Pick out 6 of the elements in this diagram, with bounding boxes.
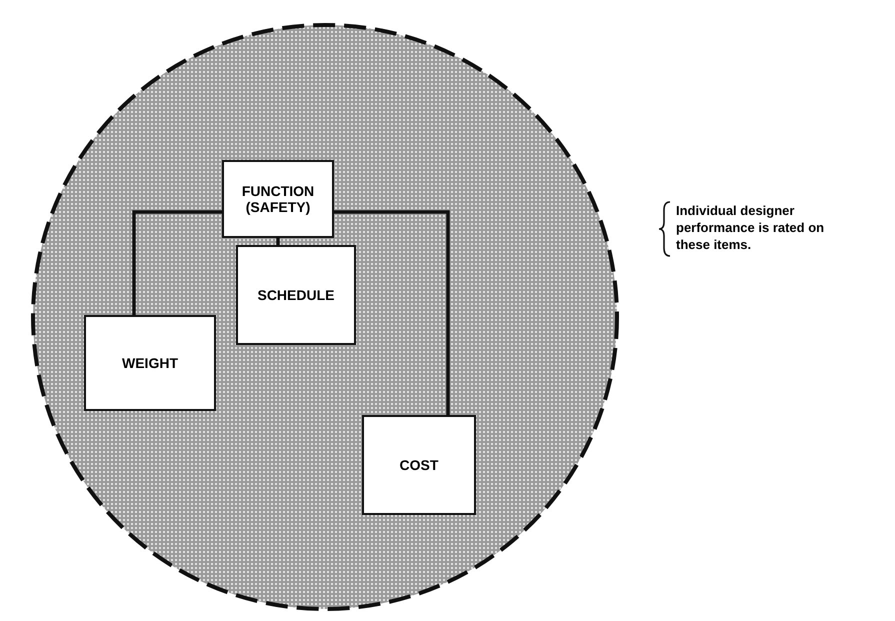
process-box: FUNCTION (SAFETY) (222, 160, 334, 238)
process-box: COST (362, 415, 476, 515)
note-text: Individual designer performance is rated on these items. (676, 202, 826, 253)
process-box: WEIGHT (84, 315, 216, 411)
connector-line (276, 238, 280, 245)
process-box: SCHEDULE (236, 245, 356, 345)
